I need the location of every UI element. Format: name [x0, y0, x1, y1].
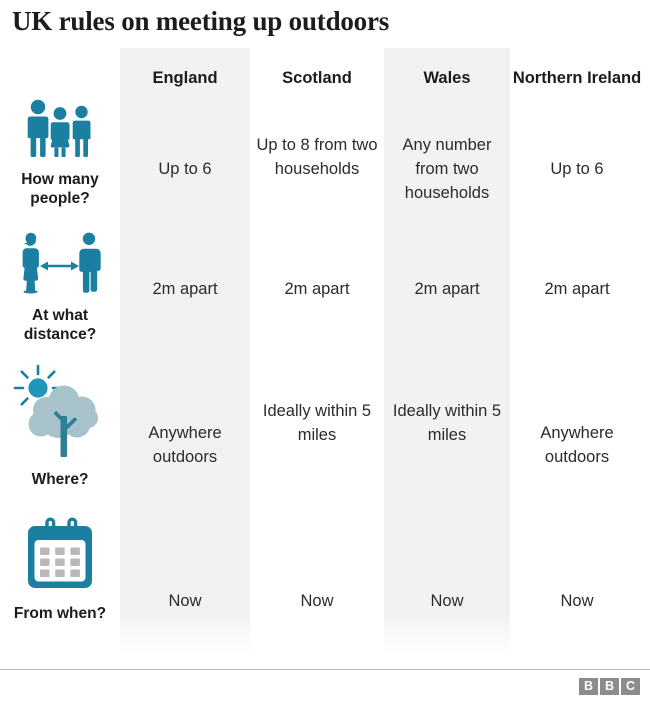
column-band-england	[120, 48, 250, 656]
table-row-people: How many people? Up to 6 Up to 8 from tw…	[0, 96, 650, 226]
cell-where-scotland: Ideally within 5 miles	[262, 402, 372, 444]
social-distance-icon	[12, 230, 108, 301]
cell-where-northern-ireland: Anywhere outdoors	[540, 424, 614, 466]
cell-people-northern-ireland: Up to 6	[550, 160, 604, 178]
bbc-logo-letter-2: B	[600, 678, 619, 695]
column-header-northern-ireland: Northern Ireland	[512, 69, 642, 87]
bbc-logo: B B C	[579, 678, 640, 695]
row-caption-distance: At what distance?	[23, 307, 97, 343]
table-row-when: From when? Now Now Now Now	[0, 514, 650, 656]
cell-distance-england: 2m apart	[152, 280, 218, 298]
row-label-where: Where?	[0, 362, 120, 512]
cell-when-wales: Now	[430, 592, 464, 610]
cell-when-scotland: Now	[300, 592, 334, 610]
cell-distance-northern-ireland: 2m apart	[544, 280, 610, 298]
row-caption-when: From when?	[13, 605, 107, 622]
cell-where-wales: Ideally within 5 miles	[392, 402, 502, 444]
calendar-icon	[17, 516, 103, 599]
cell-people-scotland: Up to 8 from two households	[256, 136, 378, 178]
three-people-icon	[21, 98, 99, 165]
column-header-wales: Wales	[423, 69, 471, 87]
column-header-england: England	[152, 69, 218, 87]
cell-distance-wales: 2m apart	[414, 280, 480, 298]
cell-where-england: Anywhere outdoors	[148, 424, 222, 466]
row-label-people: How many people?	[0, 96, 120, 226]
footer-divider	[0, 669, 650, 670]
page-title: UK rules on meeting up outdoors	[12, 6, 390, 36]
bbc-logo-letter-3: C	[621, 678, 640, 695]
bbc-logo-letter-1: B	[579, 678, 598, 695]
row-label-distance: At what distance?	[0, 228, 120, 360]
table-row-distance: At what distance? 2m apart 2m apart 2m a…	[0, 228, 650, 360]
cell-people-england: Up to 6	[158, 160, 212, 178]
table-row-where: Where? Anywhere outdoors Ideally within …	[0, 362, 650, 512]
cell-people-wales: Any number from two households	[402, 136, 492, 202]
cell-distance-scotland: 2m apart	[284, 280, 350, 298]
row-caption-people: How many people?	[21, 171, 99, 207]
column-band-wales	[384, 48, 510, 656]
row-label-when: From when?	[0, 514, 120, 656]
cell-when-northern-ireland: Now	[560, 592, 594, 610]
column-header-scotland: Scotland	[282, 69, 352, 87]
sun-tree-outdoors-icon	[10, 364, 110, 465]
row-caption-where: Where?	[31, 471, 89, 488]
cell-when-england: Now	[168, 592, 202, 610]
